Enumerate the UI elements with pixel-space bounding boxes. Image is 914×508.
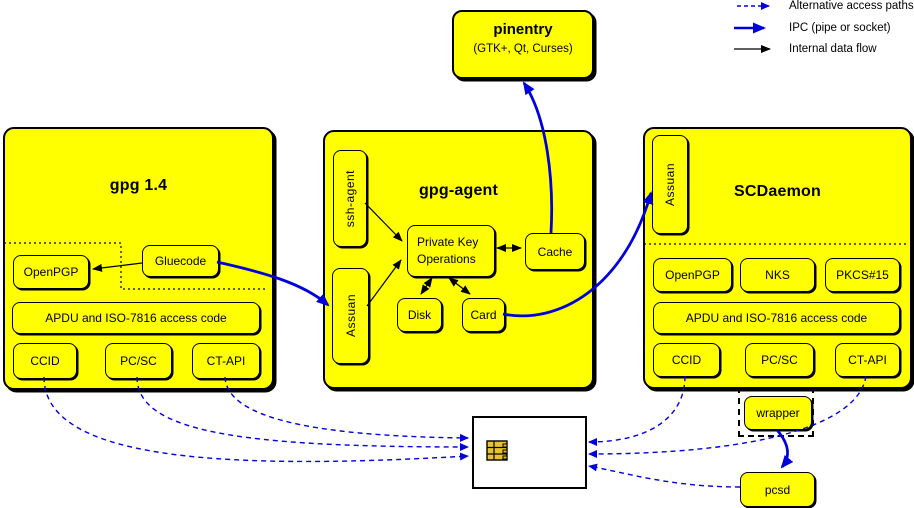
label: pcsd [764,482,791,497]
node-gpg14-openpgp: OpenPGP [13,255,89,289]
legend-item-alt-paths: Alternative access paths [736,0,914,12]
label: CCID [671,353,702,367]
label: Cache [537,244,573,259]
node-gpg14-apdu: APDU and ISO-7816 access code [12,302,260,334]
alt-pcsd-to-card [588,463,741,488]
node-scdaemon-apdu: APDU and ISO-7816 access code [653,302,900,334]
label: OpenPGP [665,268,720,282]
label: NKS [765,268,790,282]
thin-black-arrow-icon [734,45,771,53]
pinentry-title: pinentry [493,21,553,38]
legend-label: IPC (pipe or socket) [789,22,891,34]
gpg-agent-title: gpg-agent [418,182,499,199]
label-line2: Operations [417,252,476,266]
label: PKCS#15 [836,268,889,282]
legend-label: Internal data flow [789,43,877,55]
node-card: Card [462,298,505,332]
node-nks: NKS [740,258,815,292]
label: PC/SC [120,354,157,368]
label: APDU and ISO-7816 access code [45,311,227,325]
node-pcsd: pcsd [740,472,815,507]
node-scdaemon-assuan: Assuan [652,135,688,234]
gpg14-title: gpg 1.4 [109,177,168,194]
legend-item-internal: Internal data flow [733,43,877,55]
node-cache: Cache [525,233,585,270]
label: Disk [407,308,432,322]
node-scdaemon-ccid: CCID [653,343,720,377]
scdaemon-title: SCDaemon [734,183,821,200]
label-line1: Private Key [417,235,479,249]
node-scdaemon-pcsc: PC/SC [745,343,814,377]
node-gpg14-pcsc: PC/SC [105,343,172,379]
label: ssh-agent [343,169,357,228]
label: PC/SC [761,353,798,367]
label: Card [470,308,497,322]
node-wrapper: wrapper [744,396,812,430]
node-scdaemon-ctapi: CT-API [835,343,900,377]
label: APDU and ISO-7816 access code [685,311,868,325]
node-disk: Disk [397,298,442,332]
thick-blue-arrow-icon [734,22,766,34]
node-gpg-agent-assuan: Assuan [332,268,369,364]
node-private-key-operations: Private Key Operations [407,225,495,277]
node-ssh-agent: ssh-agent [333,150,367,247]
label: CT-API [848,353,887,367]
label: Gluecode [154,254,207,268]
label: Assuan [343,294,358,338]
node-gpg14-ccid: CCID [13,343,77,379]
node-scdaemon-openpgp: OpenPGP [653,258,732,292]
legend-item-ipc: IPC (pipe or socket) [733,21,891,35]
smartcard-chip-icon [486,440,508,461]
node-pkcs15: PKCS#15 [825,258,900,292]
node-smartcard [472,416,587,489]
node-gpg14-ctapi: CT-API [192,343,260,379]
label: wrapper [756,406,800,420]
node-gpg14-gluecode: Gluecode [142,245,219,277]
label: OpenPGP [23,265,79,279]
pinentry-subtitle: (GTK+, Qt, Curses) [473,43,573,55]
node-pinentry: pinentry (GTK+, Qt, Curses) [452,10,594,79]
label: CT-API [206,354,246,368]
legend-label: Alternative access paths [789,0,914,12]
label: CCID [30,354,60,368]
dashed-arrow-icon [737,2,770,10]
label: Assuan [663,162,677,207]
